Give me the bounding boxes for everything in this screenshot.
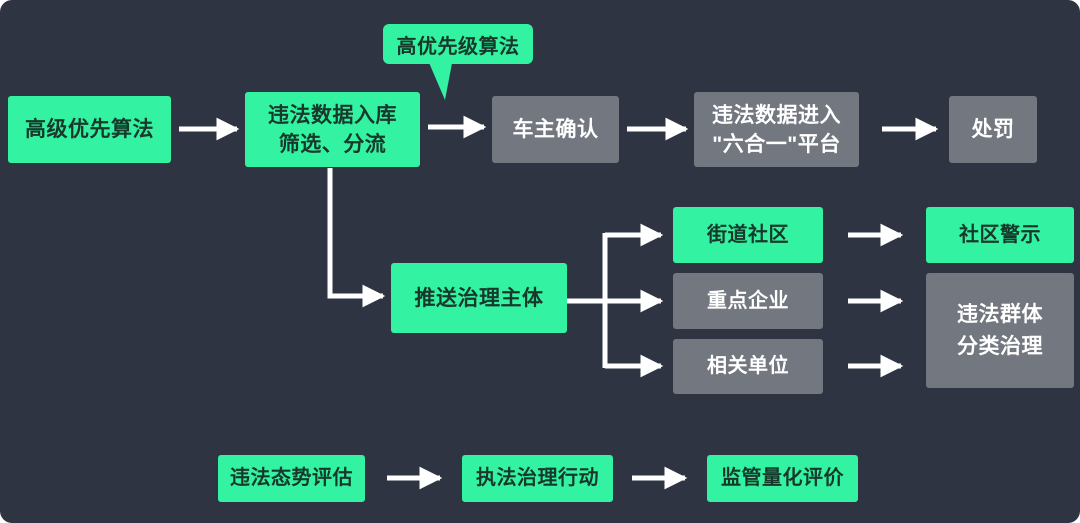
node-label: 处罚 [971,118,1015,141]
node-violation-group-governance: 违法群体 分类治理 [926,273,1074,388]
node-violation-trend-assessment: 违法态势评估 [218,455,365,502]
callout-tail [427,58,453,100]
node-key-enterprise: 重点企业 [673,273,823,329]
node-enforcement-governance-action: 执法治理行动 [462,455,613,502]
node-label-line1: 违法数据进入 [712,103,841,127]
node-label-line2: "六合一"平台 [712,132,841,156]
node-label: 高级优先算法 [25,118,154,141]
node-street-community: 街道社区 [673,207,823,263]
callout-label: 高优先级算法 [396,35,520,58]
node-label-line1: 违法群体 [957,302,1043,326]
node-data-into-platform: 违法数据进入 "六合一"平台 [694,92,859,167]
node-owner-confirmation: 车主确认 [492,96,619,163]
node-punishment: 处罚 [949,96,1037,163]
node-label: 执法治理行动 [476,467,599,489]
node-label: 推送治理主体 [414,286,544,310]
node-label: 社区警示 [959,223,1041,246]
node-regulatory-quantitative-evaluation: 监管量化评价 [707,455,858,502]
node-label: 监管量化评价 [721,467,844,489]
node-label: 相关单位 [707,355,789,377]
callout-high-priority-algorithm: 高优先级算法 [383,24,533,64]
node-label: 违法态势评估 [230,467,353,489]
node-label-line1: 违法数据入库 [268,103,397,127]
node-label: 街道社区 [707,223,789,246]
node-violation-data-entry: 违法数据入库 筛选、分流 [245,92,420,167]
node-label-line2: 分类治理 [957,334,1043,358]
node-label: 重点企业 [707,289,789,312]
node-advanced-priority-algorithm: 高级优先算法 [8,96,171,163]
node-related-unit: 相关单位 [673,339,823,394]
node-community-warning: 社区警示 [926,207,1074,263]
elbow-entry-to-push [327,168,386,308]
node-label-line2: 筛选、分流 [278,132,387,156]
node-push-governance-subjects: 推送治理主体 [391,263,567,333]
node-label: 车主确认 [512,118,599,141]
